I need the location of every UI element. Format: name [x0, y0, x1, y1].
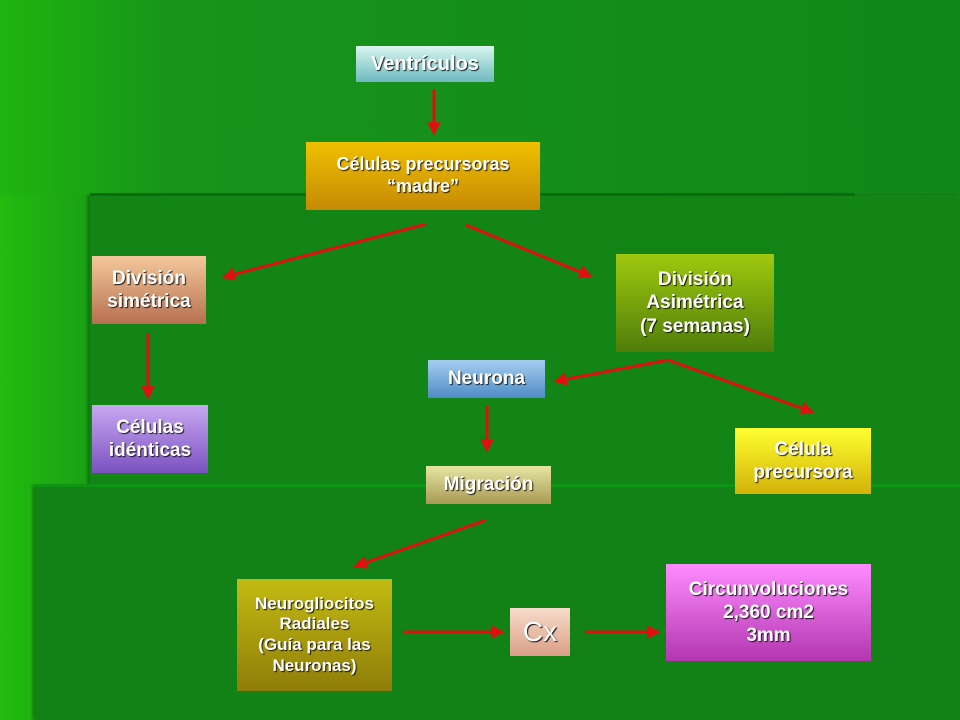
node-neurona: Neurona — [428, 360, 545, 398]
node-celula-precursora-label: Célula precursora — [753, 438, 853, 483]
node-cx-label: Cx — [522, 615, 558, 647]
node-circunvoluciones: Circunvoluciones 2,360 cm2 3mm — [666, 564, 871, 661]
node-celula-precursora: Célula precursora — [735, 428, 871, 494]
node-circunvoluciones-label: Circunvoluciones 2,360 cm2 3mm — [688, 578, 849, 647]
node-celulas-identicas: Células idénticas — [92, 405, 208, 473]
node-celulas-precursoras-label: Células precursoras “madre” — [336, 154, 510, 196]
node-neurogliocitos-radiales-label: Neurogliocitos Radiales (Guía para las N… — [254, 593, 374, 675]
node-celulas-precursoras: Células precursoras “madre” — [306, 142, 540, 210]
node-migracion-label: Migración — [443, 474, 534, 496]
node-migracion: Migración — [426, 466, 551, 504]
node-division-asimetrica-label: División Asimétrica (7 semanas) — [640, 269, 750, 337]
node-celulas-identicas-label: Células idénticas — [108, 416, 192, 461]
node-neurogliocitos-radiales: Neurogliocitos Radiales (Guía para las N… — [237, 579, 392, 691]
node-ventriculos-label: Ventrículos — [371, 52, 479, 75]
node-ventriculos: Ventrículos — [356, 46, 494, 82]
node-division-asimetrica: División Asimétrica (7 semanas) — [616, 254, 774, 352]
node-division-simetrica: División simétrica — [92, 256, 206, 324]
node-division-simetrica-label: División simétrica — [107, 267, 191, 312]
node-cx: Cx — [510, 608, 570, 656]
node-neurona-label: Neurona — [447, 368, 526, 390]
